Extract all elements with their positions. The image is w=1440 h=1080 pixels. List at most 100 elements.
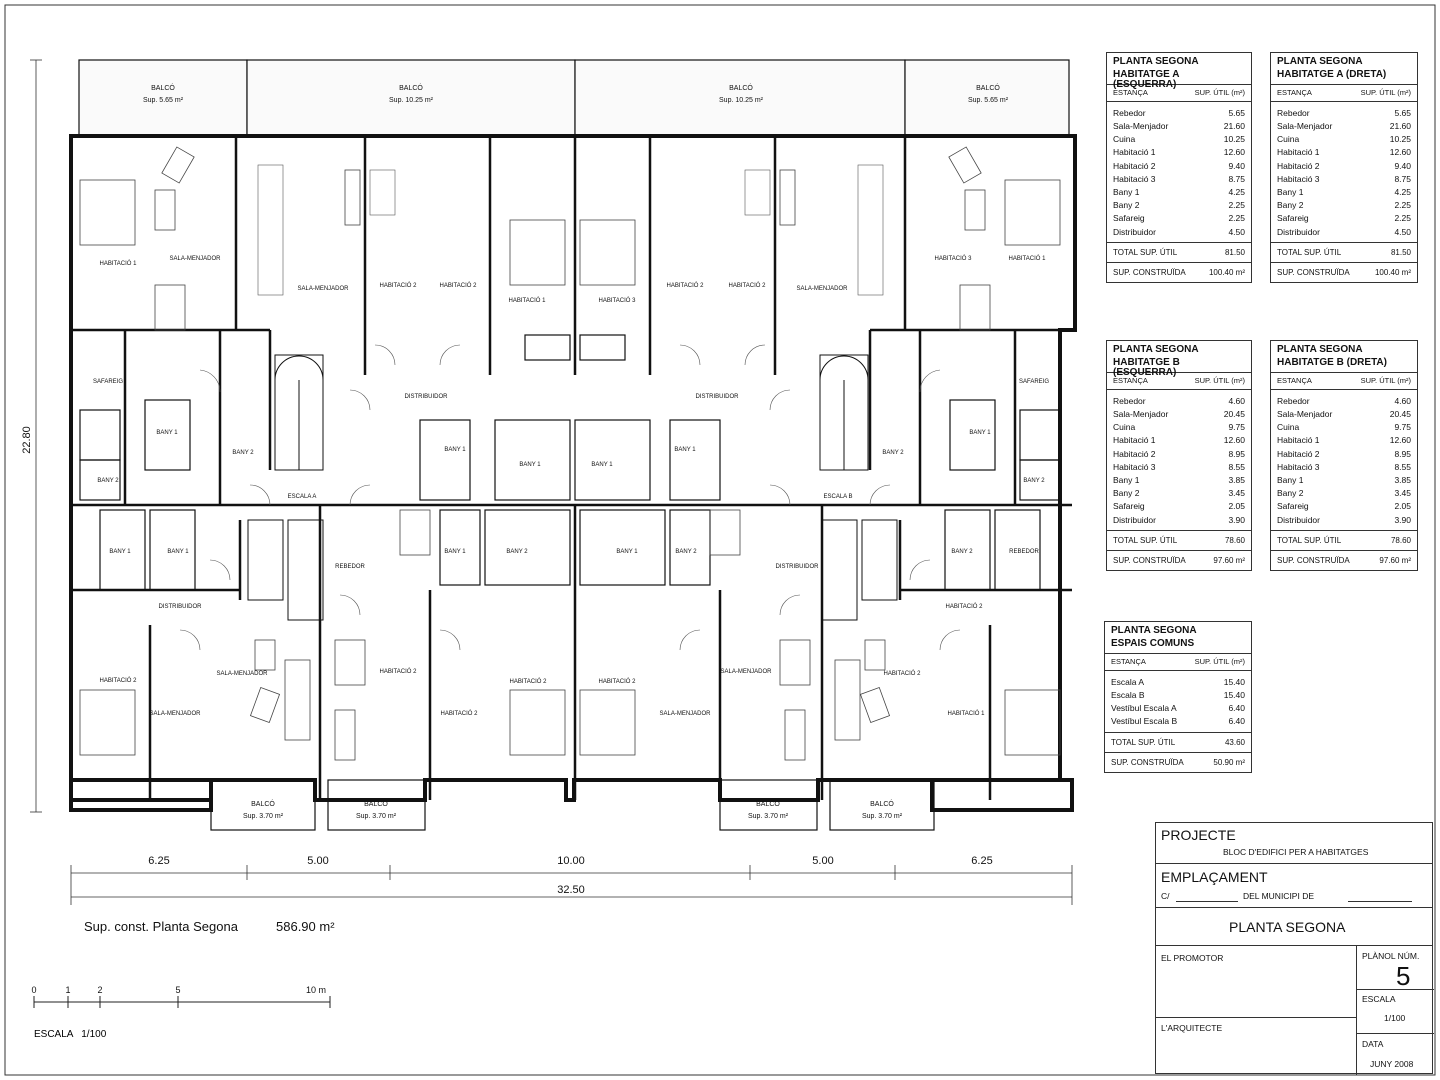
room-label-r5: HABITACIÓ 2 xyxy=(440,282,478,289)
table-cell-area: 8.75 xyxy=(1394,173,1411,184)
dim-seg-1: 6.25 xyxy=(148,855,169,867)
table-header-room: ESTANÇA xyxy=(1277,376,1312,385)
data-value: JUNY 2008 xyxy=(1370,1059,1414,1069)
table-title-1: PLANTA SEGONA xyxy=(1277,344,1363,355)
table-cell-room: Sala-Menjador xyxy=(1277,121,1333,132)
balcony-label-4: BALCÓ xyxy=(976,83,1000,92)
scale-tick-2: 2 xyxy=(97,985,102,995)
table-cell-area: 10.25 xyxy=(1389,134,1411,145)
room-label-r46: HABITACIÓ 2 xyxy=(510,678,548,685)
balcony-area-1: Sup. 5.65 m² xyxy=(143,97,184,104)
table-cell-room: Habitació 1 xyxy=(1113,147,1156,158)
balcony-area-6: Sup. 3.70 m² xyxy=(356,813,397,820)
data-label: DATA xyxy=(1362,1039,1384,1049)
room-label-r21: BANY 1 xyxy=(591,462,613,468)
table-cell-area: 8.75 xyxy=(1228,173,1245,184)
table-cell-room: Bany 1 xyxy=(1277,186,1304,197)
room-label-r17: DISTRIBUIDOR xyxy=(404,394,448,400)
table-cell-area: 2.05 xyxy=(1228,501,1245,512)
table-cell-area: 6.40 xyxy=(1228,703,1245,714)
table-header-area: SUP. ÚTIL (m²) xyxy=(1194,657,1245,666)
balcony-bottom-2 xyxy=(327,779,426,831)
balcony-area-5: Sup. 3.70 m² xyxy=(243,813,284,820)
room-label-r6: HABITACIÓ 1 xyxy=(509,297,547,304)
room-label-r7: HABITACIÓ 3 xyxy=(599,297,637,304)
table-cell-room: Bany 1 xyxy=(1277,474,1304,485)
table-title-2: HABITATGE B (ESQUERRA) xyxy=(1113,357,1180,378)
table-cell-room: Bany 2 xyxy=(1113,200,1140,211)
table-cell-room: Safareig xyxy=(1277,501,1309,512)
table-row: Sala-Menjador 21.60 xyxy=(1277,120,1411,133)
table-header-area: SUP. ÚTIL (m²) xyxy=(1194,376,1245,385)
room-label-r44: HABITACIÓ 2 xyxy=(380,668,418,675)
table-title-2: HABITATGE A (DRETA) xyxy=(1277,69,1387,80)
table-cell-area: 21.60 xyxy=(1389,121,1411,132)
table-cell-area: 20.45 xyxy=(1389,409,1411,420)
balcony-label-5: BALCÓ xyxy=(251,799,275,808)
table-cell-room: Habitació 2 xyxy=(1277,160,1320,171)
table-cell-area: 9.40 xyxy=(1228,160,1245,171)
room-label-r22: BANY 1 xyxy=(674,447,696,453)
table-cell-room: Habitació 3 xyxy=(1113,173,1156,184)
balcony-label-6: BALCÓ xyxy=(364,799,388,808)
balcony-label-1: BALCÓ xyxy=(151,83,175,92)
table-built-label: SUP. CONSTRUÏDA xyxy=(1113,268,1186,278)
table-cell-room: Bany 2 xyxy=(1277,488,1304,499)
balcony-area-4: Sup. 5.65 m² xyxy=(968,97,1009,104)
surface-label: Sup. const. Planta Segona xyxy=(84,919,238,934)
room-label-r8: HABITACIÓ 2 xyxy=(667,282,705,289)
room-label-r45: HABITACIÓ 2 xyxy=(441,710,479,717)
promotor-label: EL PROMOTOR xyxy=(1161,953,1224,963)
room-label-r19: BANY 1 xyxy=(444,447,466,453)
table-cell-room: Sala-Menjador xyxy=(1277,409,1333,420)
emplacament-label: EMPLAÇAMENT xyxy=(1161,869,1268,885)
room-label-r49: SALA-MENJADOR xyxy=(720,669,772,675)
balcony-area-3: Sup. 10.25 m² xyxy=(719,97,764,104)
table-cell-area: 9.75 xyxy=(1394,422,1411,433)
room-label-r37: BANY 2 xyxy=(675,549,697,555)
plan-title: PLANTA SEGONA xyxy=(1229,919,1346,935)
table-cell-area: 9.75 xyxy=(1228,422,1245,433)
carrer-label: C/ xyxy=(1161,891,1170,901)
room-label-r40: HABITACIÓ 2 xyxy=(946,603,984,610)
table-total-value: 81.50 xyxy=(1390,248,1411,258)
table-cell-room: Habitació 3 xyxy=(1277,461,1320,472)
table-cell-area: 2.25 xyxy=(1394,213,1411,224)
balcony-area-2: Sup. 10.25 m² xyxy=(389,97,434,104)
room-label-r16: BANY 2 xyxy=(232,450,254,456)
table-cell-area: 8.95 xyxy=(1394,448,1411,459)
table-cell-area: 15.40 xyxy=(1223,690,1245,701)
table-cell-room: Rebedor xyxy=(1277,395,1310,406)
table-total-label: TOTAL SUP. ÚTIL xyxy=(1277,536,1342,546)
table-cell-room: Distribuidor xyxy=(1113,226,1156,237)
room-label-r23: ESCALA A xyxy=(288,494,317,500)
table-cell-area: 4.60 xyxy=(1228,395,1245,406)
table-title-1: PLANTA SEGONA xyxy=(1113,344,1199,355)
room-label-r18: DISTRIBUIDOR xyxy=(695,394,739,400)
room-label-r50: HABITACIÓ 2 xyxy=(884,670,922,677)
table-header-room: ESTANÇA xyxy=(1277,88,1312,97)
table-built-value: 97.60 m² xyxy=(1213,556,1245,566)
arquitecte-label: L'ARQUITECTE xyxy=(1161,1023,1223,1033)
table-cell-room: Rebedor xyxy=(1113,395,1146,406)
table-cell-area: 3.90 xyxy=(1228,514,1245,525)
table-cell-area: 2.25 xyxy=(1394,200,1411,211)
scale-tick-10: 10 m xyxy=(306,985,326,995)
table-cell-area: 4.50 xyxy=(1394,226,1411,237)
